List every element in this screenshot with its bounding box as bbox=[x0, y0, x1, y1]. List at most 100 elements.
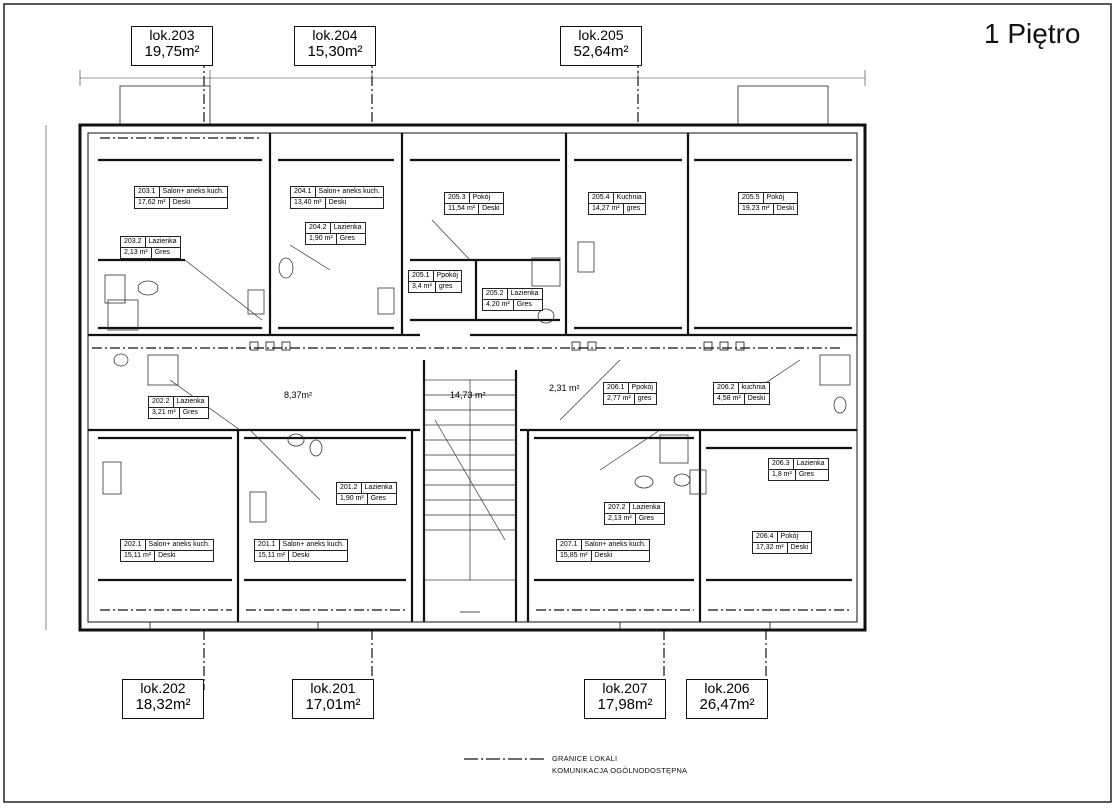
room-floor-finish: Gres bbox=[182, 409, 198, 416]
unit-label-207: lok.207 17,98m² bbox=[584, 679, 666, 719]
unit-label-206: lok.206 26,47m² bbox=[686, 679, 768, 719]
room-floor-finish: Deski bbox=[747, 395, 766, 402]
top-partitions bbox=[98, 133, 852, 335]
unit-area: 17,98m² bbox=[597, 696, 653, 714]
room-number: 203.1 bbox=[135, 187, 160, 197]
room-number: 201.1 bbox=[255, 540, 280, 550]
room-name: Lazienka bbox=[176, 398, 205, 405]
room-number: 202.2 bbox=[149, 397, 174, 407]
room-area: 15,11 m² bbox=[255, 551, 290, 561]
legend-common-circulation: KOMUNIKACJA OGÓLNODOSTĘPNA bbox=[552, 766, 688, 775]
room-name: Lazienka bbox=[796, 460, 825, 467]
room-name: Lazienka bbox=[632, 504, 661, 511]
room-name: Pokój bbox=[766, 194, 785, 201]
unit-area: 17,01m² bbox=[305, 696, 361, 714]
room-name: Salon+ aneks kuch. bbox=[282, 541, 344, 548]
room-floor-finish: Gres bbox=[798, 471, 815, 478]
room-number: 204.1 bbox=[291, 187, 316, 197]
unit-area: 18,32m² bbox=[135, 696, 191, 714]
sheet-border bbox=[3, 3, 1112, 803]
room-name: Salon+ aneks kuch. bbox=[584, 541, 646, 548]
room-name: Pokój bbox=[472, 194, 491, 201]
room-number: 205.5 bbox=[739, 193, 764, 203]
unit-id: lok.201 bbox=[310, 680, 356, 696]
room-name: Lazienka bbox=[510, 290, 539, 297]
room-number: 206.2 bbox=[714, 383, 739, 393]
room-area: 15,11 m² bbox=[121, 551, 156, 561]
room-area: 15,85 m² bbox=[557, 551, 592, 561]
unit-label-201: lok.201 17,01m² bbox=[292, 679, 374, 719]
room-area: 17,32 m² bbox=[753, 543, 788, 553]
room-floor-finish: Deski bbox=[790, 544, 809, 551]
balcony-top-left bbox=[119, 85, 211, 127]
room-floor-finish: gres bbox=[637, 395, 652, 402]
room-area: 19,23 m² bbox=[739, 204, 774, 214]
room-area: 2,13 m² bbox=[605, 514, 636, 524]
balcony-top-right bbox=[737, 85, 829, 127]
common-area-corridor: 8,37m² bbox=[284, 390, 313, 400]
room-floor-finish: Deski bbox=[292, 552, 310, 559]
room-name: Ppokój bbox=[631, 384, 653, 391]
ventilation-marks bbox=[249, 341, 745, 351]
unit-label-204: lok.204 15,30m² bbox=[294, 26, 376, 66]
bottom-window-marks bbox=[149, 611, 771, 630]
unit-id: lok.203 bbox=[149, 27, 195, 43]
room-name: Lazienka bbox=[333, 224, 362, 231]
room-area: 11,54 m² bbox=[445, 204, 480, 214]
unit-id: lok.207 bbox=[602, 680, 648, 696]
room-floor-finish: Deski bbox=[158, 552, 176, 559]
unit-id: lok.202 bbox=[140, 680, 186, 696]
room-floor-finish: Deski bbox=[172, 199, 191, 206]
unit-id: lok.205 bbox=[578, 27, 624, 43]
unit-id: lok.204 bbox=[312, 27, 358, 43]
room-area: 13,40 m² bbox=[291, 198, 326, 208]
room-name: Lazienka bbox=[364, 484, 393, 491]
room-number: 205.3 bbox=[445, 193, 470, 203]
room-area: 1,90 m² bbox=[337, 494, 368, 504]
room-area: 17,62 m² bbox=[135, 198, 170, 208]
room-number: 205.4 bbox=[589, 193, 614, 203]
door-swings bbox=[169, 219, 801, 501]
room-number: 206.4 bbox=[753, 532, 778, 542]
room-floor-finish: Gres bbox=[516, 301, 532, 308]
room-floor-finish: Gres bbox=[154, 249, 170, 256]
unit-boundary-lines bbox=[92, 40, 852, 690]
outer-walls bbox=[78, 123, 867, 632]
room-number: 203.2 bbox=[121, 237, 146, 247]
unit-label-203: lok.203 19,75m² bbox=[131, 26, 213, 66]
room-name: Salon+ aneks kuch. bbox=[318, 188, 380, 195]
room-number: 207.2 bbox=[605, 503, 630, 513]
room-area: 3,21 m² bbox=[149, 408, 180, 418]
room-floor-finish: Deski bbox=[594, 552, 613, 559]
floor-title: 1 Piętro bbox=[984, 18, 1081, 49]
corridor-walls bbox=[88, 333, 857, 432]
room-name: Ppokój bbox=[436, 272, 458, 279]
top-dimension-lines bbox=[79, 70, 866, 86]
room-floor-finish: Deski bbox=[776, 205, 795, 212]
unit-label-202: lok.202 18,32m² bbox=[122, 679, 204, 719]
legend-unit-boundaries: GRANICE LOKALI bbox=[552, 754, 618, 763]
room-name: Lazienka bbox=[148, 238, 177, 245]
common-area-stairwell: 14,73 m² bbox=[450, 390, 486, 400]
room-name: Kuchnia bbox=[616, 194, 642, 201]
room-name: Salon+ aneks kuch. bbox=[148, 541, 210, 548]
common-area-hall: 2,31 m² bbox=[549, 383, 580, 393]
room-floor-finish: Gres bbox=[638, 515, 654, 522]
room-floor-finish: gres bbox=[438, 283, 453, 290]
room-area: 2,13 m² bbox=[121, 248, 152, 258]
unit-area: 52,64m² bbox=[573, 43, 629, 61]
